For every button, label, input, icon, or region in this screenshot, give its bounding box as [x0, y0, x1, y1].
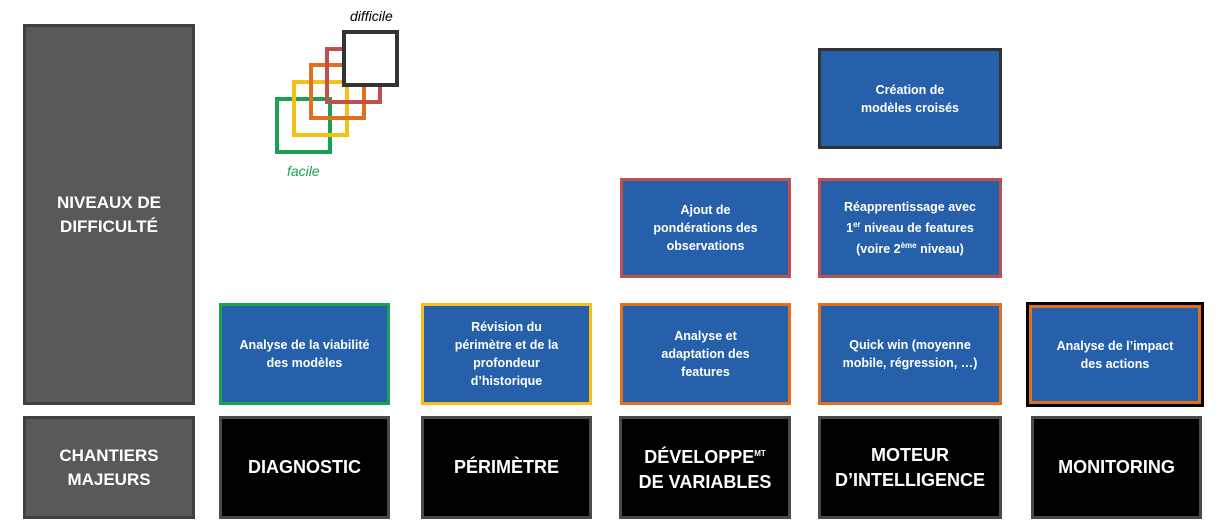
- category-developpement: DÉVELOPPEMT DE VARIABLES: [619, 416, 791, 519]
- workstreams-header: CHANTIERS MAJEURS: [23, 416, 195, 519]
- task-dev-1: Analyse et adaptation des features: [620, 303, 791, 405]
- category-monitoring: MONITORING: [1031, 416, 1202, 519]
- legend-square-yellow: [292, 80, 349, 137]
- category-perimetre: PÉRIMÈTRE: [421, 416, 592, 519]
- category-moteur: MOTEUR D’INTELLIGENCE: [818, 416, 1002, 519]
- legend-easy-label: facile: [287, 163, 320, 179]
- category-text: DE VARIABLES: [638, 471, 772, 492]
- task-sup: er: [853, 219, 861, 229]
- task-text: 1: [846, 221, 854, 235]
- levels-header: NIVEAUX DE DIFFICULTÉ: [23, 24, 195, 405]
- legend-hard-label: difficile: [350, 8, 393, 24]
- task-monitoring-1: Analyse de l’impact des actions: [1026, 302, 1204, 407]
- task-text: niveau de features: [860, 221, 974, 235]
- task-text: niveau): [916, 242, 964, 257]
- legend-square-green: [275, 97, 332, 154]
- legend-square-orange: [309, 63, 366, 120]
- task-dev-2: Ajout de pondérations des observations: [620, 178, 791, 278]
- task-perimetre-1: Révision du périmètre et de la profondeu…: [421, 303, 592, 405]
- task-text: Réapprentissage avec: [843, 199, 976, 214]
- task-diagnostic-1: Analyse de la viabilité des modèles: [219, 303, 390, 405]
- task-moteur-2: Réapprentissage avec 1er niveau de featu…: [818, 178, 1002, 278]
- task-moteur-1: Quick win (moyenne mobile, régression, ……: [818, 303, 1002, 405]
- task-moteur-3: Création de modèles croisés: [818, 48, 1002, 149]
- category-diagnostic: DIAGNOSTIC: [219, 416, 390, 519]
- category-sup: MT: [754, 448, 766, 458]
- legend-square-dark: [342, 30, 399, 87]
- task-text: (voire 2: [856, 242, 901, 257]
- task-sup: ème: [900, 241, 917, 250]
- category-text: DÉVELOPPE: [644, 446, 755, 467]
